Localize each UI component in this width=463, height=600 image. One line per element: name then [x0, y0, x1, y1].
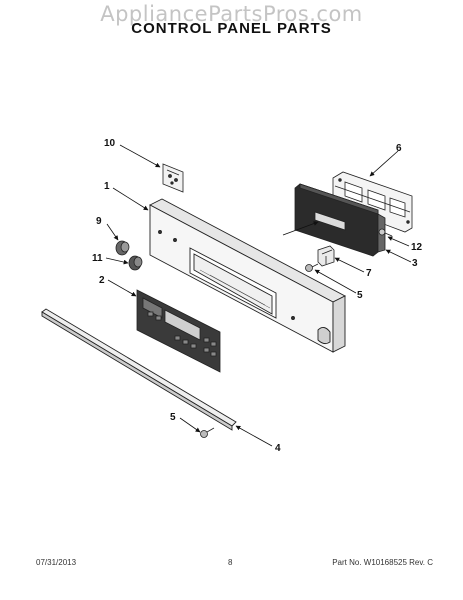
leader-lines [105, 144, 412, 447]
page-title: CONTROL PANEL PARTS [131, 20, 332, 37]
part-11-knob-cap [128, 255, 143, 271]
part-7-switch-bracket [317, 245, 335, 267]
footer-date: 07/31/2013 [36, 558, 77, 567]
callout-3: 3 [412, 258, 418, 269]
callout-1: 1 [104, 181, 110, 192]
part-2-touch-overlay [136, 289, 221, 373]
callout-7: 7 [366, 268, 372, 279]
part-4-trim-strip [41, 308, 237, 431]
part-9-knob [115, 240, 130, 256]
part-10-board [162, 163, 184, 193]
footer-page-number: 8 [228, 558, 233, 567]
callout-6: 6 [396, 143, 402, 154]
callout-9: 9 [96, 216, 102, 227]
callout-4: 4 [275, 443, 281, 454]
callout-12: 12 [411, 242, 423, 253]
callout-5-lower: 5 [170, 412, 176, 423]
part-5-screw-upper [305, 263, 319, 272]
callout-2: 2 [99, 275, 105, 286]
callout-5-upper: 5 [357, 290, 363, 301]
part-12-screw [378, 228, 393, 237]
part-5-screw-lower [200, 427, 215, 438]
part-6-rear-bracket [332, 171, 413, 233]
part-1-console-panel [149, 198, 346, 353]
callout-10: 10 [104, 138, 116, 149]
footer-part-number: Part No. W10168525 Rev. C [332, 558, 433, 567]
callout-11: 11 [92, 253, 103, 264]
watermark: AppliancePartsPros.com [100, 2, 363, 26]
